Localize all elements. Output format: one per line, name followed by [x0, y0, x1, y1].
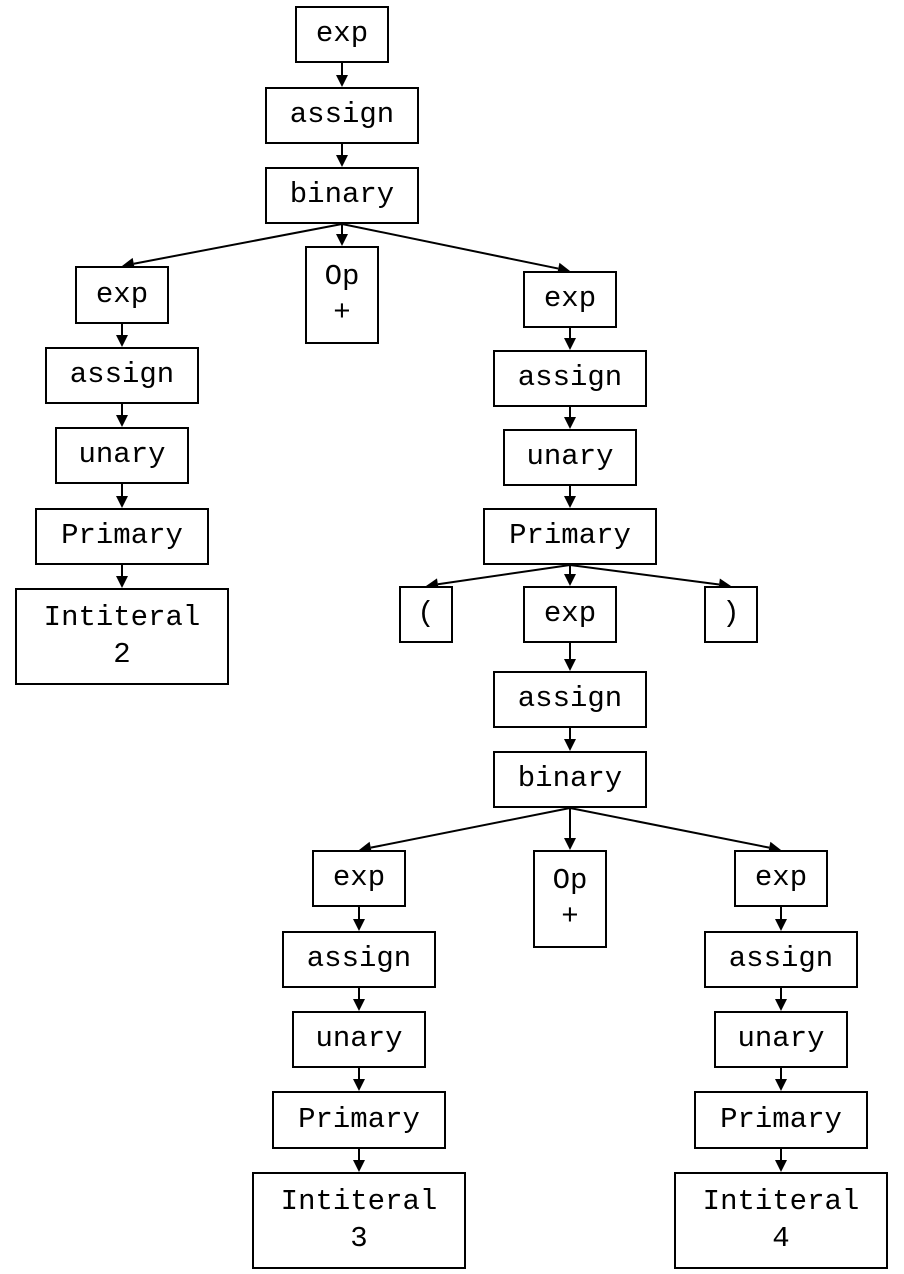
node-exp: exp: [523, 271, 617, 328]
node-exp: exp: [75, 266, 169, 324]
arrow-head: [775, 919, 787, 931]
arrow-head: [336, 234, 348, 246]
tree-edge: [370, 807, 571, 849]
node-label-line: Op: [552, 863, 588, 897]
node-label-line: binary: [289, 178, 395, 212]
node-label-line: exp: [315, 17, 369, 51]
node-label-line: binary: [517, 762, 623, 796]
node-label-line: 3: [350, 1221, 368, 1255]
node-unary: unary: [714, 1011, 848, 1068]
node-primary: Primary: [694, 1091, 868, 1149]
node-unary: unary: [55, 427, 189, 484]
arrow-head: [564, 417, 576, 429]
node-label-line: +: [561, 900, 579, 933]
arrow-head: [116, 496, 128, 508]
node-binary: binary: [493, 751, 647, 808]
arrow-head: [116, 576, 128, 588]
arrow-head: [336, 75, 348, 87]
arrow-head: [116, 415, 128, 427]
arrow-head: [564, 739, 576, 751]
node-label-line: 4: [772, 1221, 790, 1255]
node-assign: assign: [265, 87, 419, 144]
node-label-line: assign: [728, 942, 834, 976]
node-op: Op+: [305, 246, 379, 344]
node-unary: unary: [292, 1011, 426, 1068]
node-binary: binary: [265, 167, 419, 224]
arrow-head: [116, 335, 128, 347]
node-label-line: Intiteral: [43, 601, 201, 635]
node-paren: ): [704, 586, 758, 643]
node-primary: Primary: [272, 1091, 446, 1149]
node-label-line: (: [417, 597, 435, 631]
arrow-head: [564, 338, 576, 350]
node-exp: exp: [734, 850, 828, 907]
node-label-line: Intiteral: [702, 1185, 860, 1219]
tree-edge: [341, 223, 559, 270]
arrow-head: [336, 155, 348, 167]
arrow-head: [353, 919, 365, 931]
node-paren: (: [399, 586, 453, 643]
arrow-head: [353, 1160, 365, 1172]
node-unary: unary: [503, 429, 637, 486]
tree-edge: [133, 223, 343, 265]
node-label-line: Op: [324, 259, 360, 293]
node-label-line: 2: [113, 637, 131, 671]
node-assign: assign: [45, 347, 199, 404]
node-label-line: unary: [526, 440, 614, 474]
node-label-line: assign: [517, 682, 623, 716]
node-op: Op+: [533, 850, 607, 948]
node-label-line: Primary: [509, 519, 631, 553]
node-primary: Primary: [35, 508, 209, 565]
node-primary: Primary: [483, 508, 657, 565]
node-label-line: unary: [78, 438, 166, 472]
arrow-head: [775, 1079, 787, 1091]
arrow-head: [564, 659, 576, 671]
node-assign: assign: [493, 671, 647, 728]
arrow-head: [564, 496, 576, 508]
node-label-line: exp: [332, 861, 386, 895]
node-label-line: exp: [543, 282, 597, 316]
node-label-line: Primary: [61, 519, 183, 553]
node-label-line: assign: [289, 98, 395, 132]
node-label-line: assign: [517, 361, 623, 395]
node-label-line: exp: [95, 277, 149, 311]
node-label-line: +: [333, 296, 351, 329]
arrow-head: [564, 574, 576, 586]
node-assign: assign: [704, 931, 858, 988]
node-label-line: Primary: [720, 1102, 842, 1136]
arrow-head: [775, 1160, 787, 1172]
arrow-head: [564, 838, 576, 850]
node-label-line: exp: [754, 861, 808, 895]
node-label-line: assign: [69, 358, 175, 392]
tree-edge: [569, 807, 770, 849]
node-assign: assign: [493, 350, 647, 407]
arrow-head: [775, 999, 787, 1011]
arrow-head: [353, 999, 365, 1011]
node-assign: assign: [282, 931, 436, 988]
node-label-line: Intiteral: [280, 1185, 438, 1219]
node-label-line: ): [722, 597, 740, 631]
node-exp: exp: [312, 850, 406, 907]
arrow-head: [353, 1079, 365, 1091]
node-label-line: exp: [543, 597, 597, 631]
node-label-line: unary: [315, 1022, 403, 1056]
tree-edge: [437, 564, 571, 586]
tree-edge: [569, 564, 720, 586]
node-label-line: Primary: [298, 1102, 420, 1136]
node-label-line: unary: [737, 1022, 825, 1056]
node-exp: exp: [523, 586, 617, 643]
node-label-line: assign: [306, 942, 412, 976]
node-exp: exp: [295, 6, 389, 63]
